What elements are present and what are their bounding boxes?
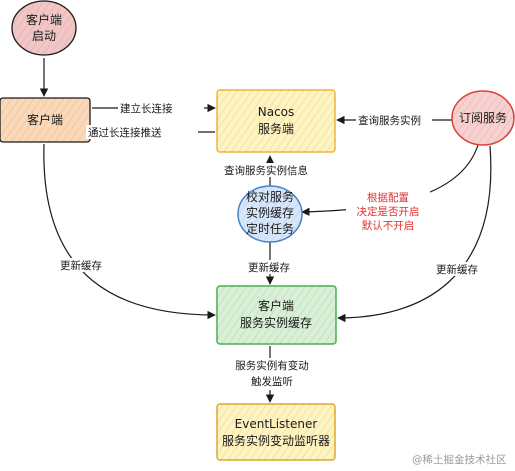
client-label: 客户端 [27, 112, 63, 127]
listener-label-2: 服务实例变动监听器 [222, 433, 330, 448]
label-instance-change-1: 服务实例有变动 [235, 359, 309, 372]
label-push-connection: 通过长连接推送 [88, 126, 162, 139]
node-client-start: 客户端 启动 [11, 0, 77, 56]
client-start-label-1: 客户端 [26, 12, 62, 27]
label-instance-change-2: 触发监听 [251, 375, 293, 388]
node-nacos-server: Nacos 服务端 [216, 89, 336, 153]
nacos-label-2: 服务端 [258, 121, 294, 136]
edge-labels: 建立长连接 通过长连接推送 查询服务实例 查询服务实例信息 根据配置 决定是否开… [58, 101, 488, 390]
node-client-cache: 客户端 服务实例缓存 [216, 285, 337, 345]
label-query-instance: 查询服务实例 [358, 114, 421, 127]
label-config-note-2: 决定是否开启 [357, 205, 420, 218]
listener-label-1: EventListener [235, 417, 318, 431]
client-start-label-2: 启动 [32, 29, 56, 43]
label-build-connection: 建立长连接 [120, 102, 173, 115]
subscribe-label: 订阅服务 [459, 110, 507, 125]
label-update-cache-mid: 更新缓存 [248, 261, 290, 274]
cache-label-1: 客户端 [258, 298, 294, 313]
verify-label-2: 实例缓存 [246, 205, 294, 220]
watermark: @稀土掘金技术社区 [412, 453, 507, 466]
label-update-cache-right: 更新缓存 [436, 263, 478, 276]
nacos-label-1: Nacos [258, 105, 295, 119]
verify-label-3: 定时任务 [246, 221, 294, 236]
edge-client-to-cache [43, 143, 216, 320]
cache-label-2: 服务实例缓存 [240, 315, 312, 330]
label-query-instance-info: 查询服务实例信息 [224, 164, 308, 177]
node-client: 客户端 [0, 97, 91, 143]
label-config-note-1: 根据配置 [367, 191, 409, 204]
verify-label-1: 校对服务 [246, 189, 294, 204]
node-event-listener: EventListener 服务实例变动监听器 [216, 403, 336, 461]
label-config-note-3: 默认不开启 [362, 219, 415, 232]
node-verify-task: 校对服务 实例缓存 定时任务 [237, 185, 303, 243]
node-subscribe-service: 订阅服务 [451, 90, 515, 146]
label-update-cache-left: 更新缓存 [60, 259, 102, 272]
edge-subscribe-to-cache [337, 145, 492, 323]
